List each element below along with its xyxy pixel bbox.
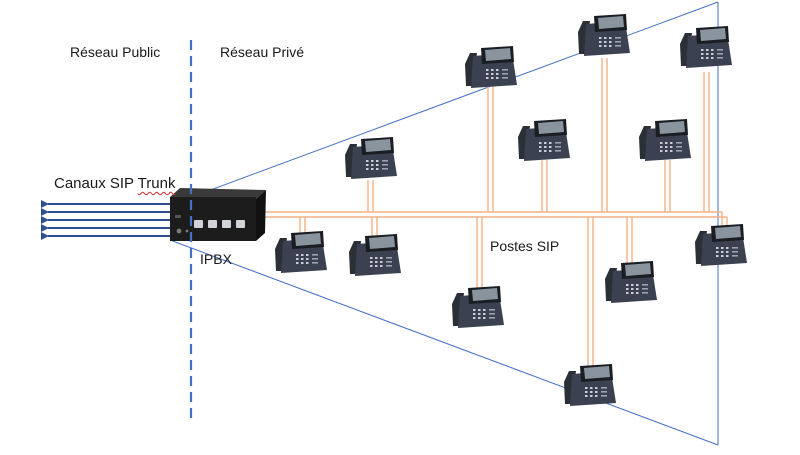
sip-desk-phone-icon [349,234,401,276]
sip-trunk-label-word: Trunk [137,175,176,192]
public-network-label: Réseau Public [70,44,161,60]
sip-phones [275,14,747,406]
private-network-label: Réseau Privé [220,44,305,60]
sip-desk-phone-icon [695,224,747,266]
sip-desk-phone-icon [680,26,732,68]
sip-desk-phone-icon [518,119,570,161]
sip-trunk-label-prefix: Canaux SIP [54,175,138,192]
sip-desk-phone-icon [275,231,327,273]
cone-lower-edge [169,239,719,446]
ipbx-label: IPBX [200,251,232,267]
sip-desk-phone-icon [578,14,630,56]
sip-phones-label: Postes SIP [490,238,560,254]
ipbx-appliance-icon [170,188,266,241]
sip-desk-phone-icon [564,364,616,406]
cone-upper-edge [169,1,719,206]
sip-desk-phone-icon [639,119,691,161]
sip-trunk-channels [41,200,172,240]
sip-desk-phone-icon [465,46,517,88]
sip-desk-phone-icon [345,137,397,179]
sip-desk-phone-icon [452,286,504,328]
sip-desk-phone-icon [605,261,657,303]
sip-trunk-label: Canaux SIP Trunk [54,175,175,192]
